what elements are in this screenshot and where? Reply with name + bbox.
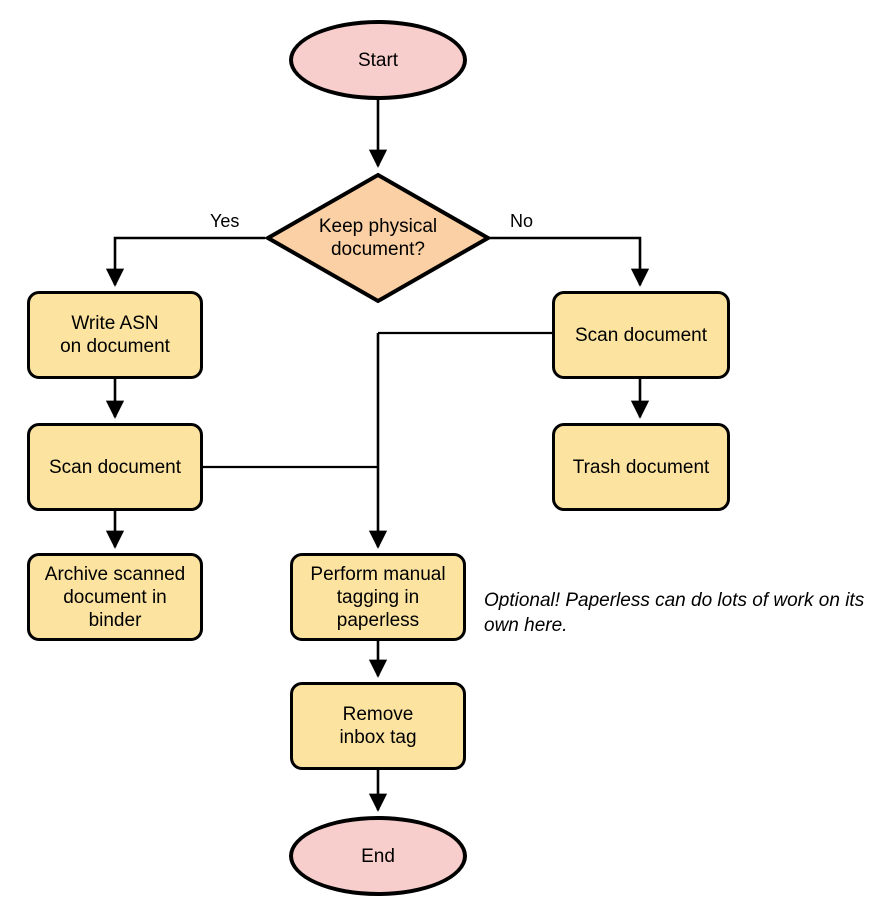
node-scan-document-right-label: Scan document xyxy=(574,324,708,346)
node-write-asn-label: Write ASN on document xyxy=(60,313,170,357)
node-decision-label: Keep physical document? xyxy=(318,216,438,260)
node-scan-document-right[interactable]: Scan document xyxy=(552,291,730,379)
node-start[interactable]: Start xyxy=(289,20,467,100)
edge-decision-to-write-asn xyxy=(105,236,265,287)
edge-label-no: No xyxy=(510,211,534,231)
node-start-label: Start xyxy=(357,49,399,71)
diamond-shape xyxy=(265,172,491,304)
node-remove-inbox-tag[interactable]: Remove inbox tag xyxy=(290,682,466,770)
node-scan-document-left[interactable]: Scan document xyxy=(27,423,203,511)
edge-decision-to-scan-right xyxy=(490,236,650,287)
node-archive-scanned-document-in-binder[interactable]: Archive scanned document in binder xyxy=(27,553,203,641)
node-scan-document-left-label: Scan document xyxy=(48,456,182,478)
node-remove-inbox-tag-label: Remove inbox tag xyxy=(339,704,417,748)
note-optional-paperless: Optional! Paperless can do lots of work … xyxy=(484,590,865,636)
node-end-label: End xyxy=(361,845,395,867)
node-archive-label: Archive scanned document in binder xyxy=(44,563,186,631)
node-trash-document[interactable]: Trash document xyxy=(552,423,730,511)
edge-label-yes: Yes xyxy=(210,211,240,231)
node-write-asn-on-document[interactable]: Write ASN on document xyxy=(27,291,203,379)
node-end[interactable]: End xyxy=(289,816,467,896)
node-trash-document-label: Trash document xyxy=(572,456,710,478)
node-perform-manual-tagging-in-paperless[interactable]: Perform manual tagging in paperless xyxy=(290,553,466,641)
node-decision-keep-physical-document[interactable]: Keep physical document? xyxy=(265,172,491,304)
node-tagging-label: Perform manual tagging in paperless xyxy=(310,563,446,631)
